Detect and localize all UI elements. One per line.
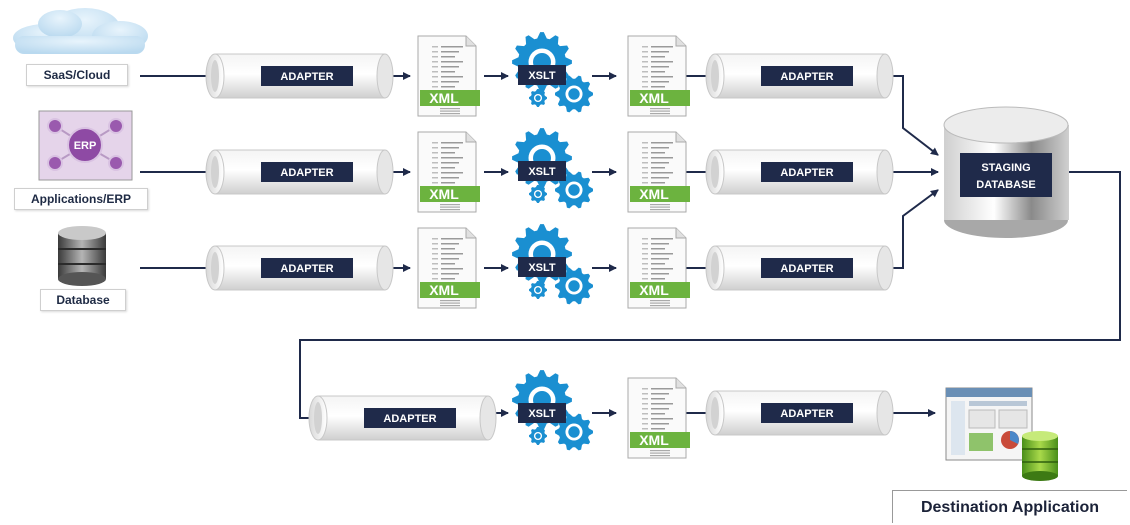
xslt-gear-icon: XSLT — [512, 224, 593, 305]
xml-label: XML — [429, 186, 459, 202]
xslt-gear-icon: XSLT — [512, 32, 593, 113]
xml-document-icon: XML — [417, 227, 480, 309]
staging-line2: DATABASE — [976, 179, 1035, 191]
adapter-label: ADAPTER — [780, 71, 833, 83]
adapter-label: ADAPTER — [383, 413, 436, 425]
xslt-label: XSLT — [528, 262, 556, 274]
xml-documents: XML XML XML XML XML XML XML — [417, 35, 690, 459]
xml-label: XML — [429, 282, 459, 298]
xml-document-icon: XML — [627, 35, 690, 117]
destination-app-icon — [945, 387, 1058, 481]
xml-label: XML — [639, 282, 669, 298]
xslt-label: XSLT — [528, 408, 556, 420]
staging-database-icon: STAGING DATABASE — [943, 106, 1069, 238]
source-label-database: Database — [40, 289, 126, 311]
adapter-pipe-icon: ADAPTER — [705, 245, 894, 291]
adapter-pipe-icon: ADAPTER — [705, 390, 894, 436]
adapter-pipe-icon: ADAPTER — [205, 53, 394, 99]
adapter-label: ADAPTER — [280, 263, 333, 275]
source-label-saas: SaaS/Cloud — [26, 64, 128, 86]
adapter-pipe-icon: ADAPTER — [308, 395, 497, 441]
adapters: ADAPTER ADAPTER ADAPTER ADAPTER ADAPTER ADAPT… — [205, 53, 894, 441]
cloud-icon — [13, 8, 148, 54]
xml-document-icon: XML — [417, 35, 480, 117]
adapter-pipe-icon: ADAPTER — [705, 149, 894, 195]
destination-label: Destination Application — [892, 490, 1127, 523]
adapter-label: ADAPTER — [280, 167, 333, 179]
adapter-pipe-icon: ADAPTER — [205, 149, 394, 195]
database-icon — [58, 226, 106, 286]
xml-document-icon: XML — [417, 131, 480, 213]
xml-document-icon: XML — [627, 131, 690, 213]
xslt-gear-icon: XSLT — [512, 370, 593, 451]
erp-icon: ERP — [38, 110, 133, 181]
adapter-pipe-icon: ADAPTER — [705, 53, 894, 99]
xslt-label: XSLT — [528, 166, 556, 178]
staging-line1: STAGING — [981, 162, 1030, 174]
xml-label: XML — [639, 432, 669, 448]
adapter-label: ADAPTER — [780, 408, 833, 420]
adapter-label: ADAPTER — [780, 167, 833, 179]
source-label-erp: Applications/ERP — [14, 188, 148, 210]
xslt-transforms: XSLT XSLT XSLT XSLT — [512, 32, 593, 451]
xml-label: XML — [429, 90, 459, 106]
adapter-label: ADAPTER — [280, 71, 333, 83]
xml-document-icon: XML — [627, 227, 690, 309]
xslt-label: XSLT — [528, 70, 556, 82]
xml-label: XML — [639, 186, 669, 202]
adapter-pipe-icon: ADAPTER — [205, 245, 394, 291]
xslt-gear-icon: XSLT — [512, 128, 593, 209]
erp-icon-text: ERP — [74, 140, 97, 152]
xml-document-icon: XML — [627, 377, 690, 459]
adapter-label: ADAPTER — [780, 263, 833, 275]
xml-label: XML — [639, 90, 669, 106]
